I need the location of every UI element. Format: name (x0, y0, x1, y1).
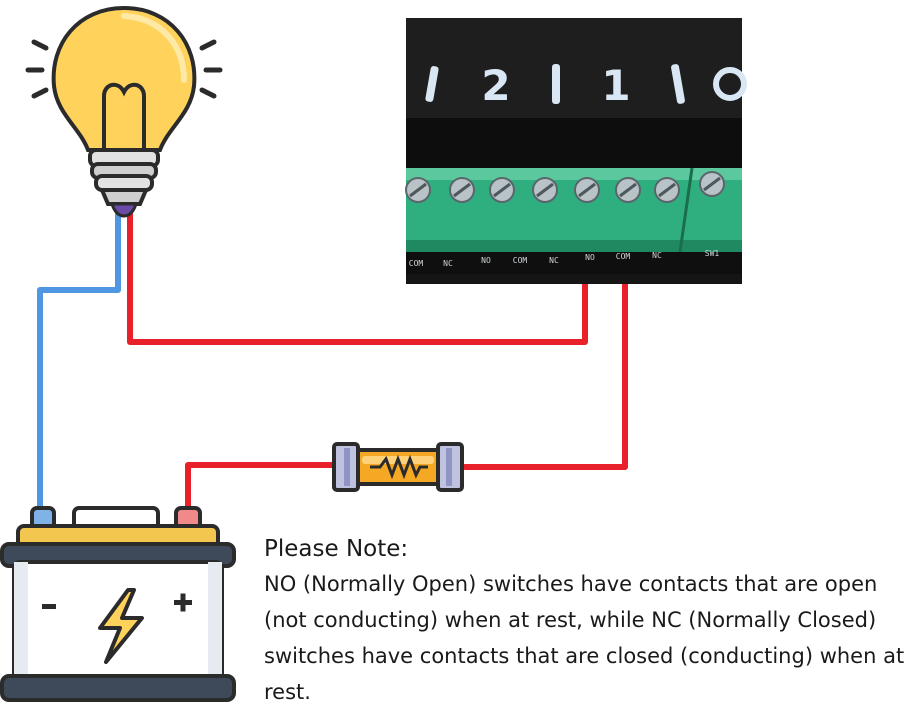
negative-wire (37, 211, 121, 513)
terminal-label: COM (616, 252, 631, 261)
battery-icon (0, 506, 236, 702)
terminal-label: NO (585, 253, 595, 262)
relay-board: 2 1 (405, 18, 747, 284)
terminal-label: NC (652, 251, 662, 260)
note-title: Please Note: (264, 536, 409, 562)
terminal-screws (405, 171, 725, 203)
terminal-label: COM (409, 259, 424, 268)
terminal-label: NC (549, 256, 559, 265)
relay-channel-1: 1 (601, 61, 630, 110)
note-panel: Please Note: NO (Normally Open) switches… (264, 532, 914, 710)
plus-icon (174, 593, 192, 612)
terminal-label: SW1 (705, 249, 720, 258)
light-bulb-icon (25, 5, 223, 218)
terminal-label: NC (443, 259, 453, 268)
power-icon (713, 67, 747, 101)
terminal-label: NO (481, 256, 491, 265)
lightning-bolt-icon (98, 588, 144, 664)
terminal-label: COM (513, 256, 528, 265)
fuse-to-battery-wire (185, 462, 338, 515)
fuse-icon (332, 442, 464, 492)
bulb-to-no-wire (127, 211, 588, 345)
wires (37, 211, 628, 515)
note-body: NO (Normally Open) switches have contact… (264, 572, 905, 704)
relay-channel-2: 2 (481, 61, 510, 110)
minus-icon (42, 604, 56, 609)
com-to-fuse-wire (462, 267, 628, 470)
